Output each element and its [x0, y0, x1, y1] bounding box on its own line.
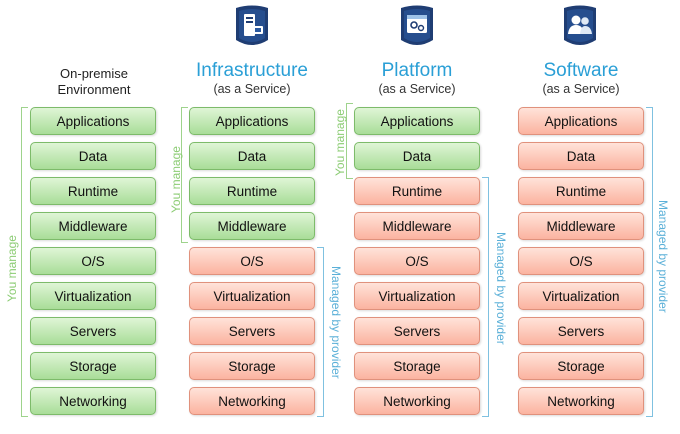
users-icon: [561, 4, 599, 50]
saas-os: O/S: [518, 247, 644, 275]
iaas-storage: Storage: [189, 352, 315, 380]
on-premise-runtime: Runtime: [30, 177, 156, 205]
paas-you-manage-bracket: [346, 103, 353, 179]
paas-os: O/S: [354, 247, 480, 275]
iaas-virtualization: Virtualization: [189, 282, 315, 310]
on-premise-networking: Networking: [30, 387, 156, 415]
on-premise-title: On-premise Environment: [32, 66, 156, 98]
saas-virtualization: Virtualization: [518, 282, 644, 310]
paas-title: Platform: [381, 60, 453, 81]
iaas-servers: Servers: [189, 317, 315, 345]
iaas-data: Data: [189, 142, 315, 170]
saas-title: Software: [543, 60, 619, 81]
paas-storage: Storage: [354, 352, 480, 380]
saas-storage: Storage: [518, 352, 644, 380]
paas-data: Data: [354, 142, 480, 170]
on-premise-title-line1: On-premise: [60, 66, 128, 81]
on-premise-you-manage-label: You manage: [5, 235, 19, 302]
iaas-runtime: Runtime: [189, 177, 315, 205]
paas-applications: Applications: [354, 107, 480, 135]
saas-runtime: Runtime: [518, 177, 644, 205]
on-premise-you-manage-bracket: [21, 107, 28, 417]
iaas-you-manage-label: You manage: [169, 146, 183, 213]
saas-networking: Networking: [518, 387, 644, 415]
on-premise-storage: Storage: [30, 352, 156, 380]
on-premise-middleware: Middleware: [30, 212, 156, 240]
paas-runtime: Runtime: [354, 177, 480, 205]
saas-provider-bracket: [646, 107, 653, 417]
paas-you-manage-label: You manage: [333, 109, 347, 176]
paas-networking: Networking: [354, 387, 480, 415]
iaas-os: O/S: [189, 247, 315, 275]
saas-provider-label: Managed by provider: [656, 200, 670, 313]
iaas-subtitle: (as a Service): [213, 82, 291, 96]
saas-applications: Applications: [518, 107, 644, 135]
on-premise-data: Data: [30, 142, 156, 170]
iaas-applications: Applications: [189, 107, 315, 135]
gear-window-icon: [398, 4, 436, 50]
iaas-provider-label: Managed by provider: [329, 266, 343, 379]
iaas-networking: Networking: [189, 387, 315, 415]
paas-provider-bracket: [482, 177, 489, 417]
iaas-title: Infrastructure: [196, 60, 308, 81]
server-icon: [233, 4, 271, 50]
on-premise-os: O/S: [30, 247, 156, 275]
on-premise-virtualization: Virtualization: [30, 282, 156, 310]
paas-middleware: Middleware: [354, 212, 480, 240]
saas-middleware: Middleware: [518, 212, 644, 240]
paas-subtitle: (as a Service): [378, 82, 456, 96]
on-premise-applications: Applications: [30, 107, 156, 135]
saas-servers: Servers: [518, 317, 644, 345]
saas-data: Data: [518, 142, 644, 170]
iaas-provider-bracket: [317, 247, 324, 417]
on-premise-title-line2: Environment: [57, 82, 131, 97]
saas-subtitle: (as a Service): [542, 82, 620, 96]
paas-servers: Servers: [354, 317, 480, 345]
iaas-you-manage-bracket: [181, 107, 188, 243]
iaas-middleware: Middleware: [189, 212, 315, 240]
paas-virtualization: Virtualization: [354, 282, 480, 310]
on-premise-servers: Servers: [30, 317, 156, 345]
paas-provider-label: Managed by provider: [494, 232, 508, 345]
